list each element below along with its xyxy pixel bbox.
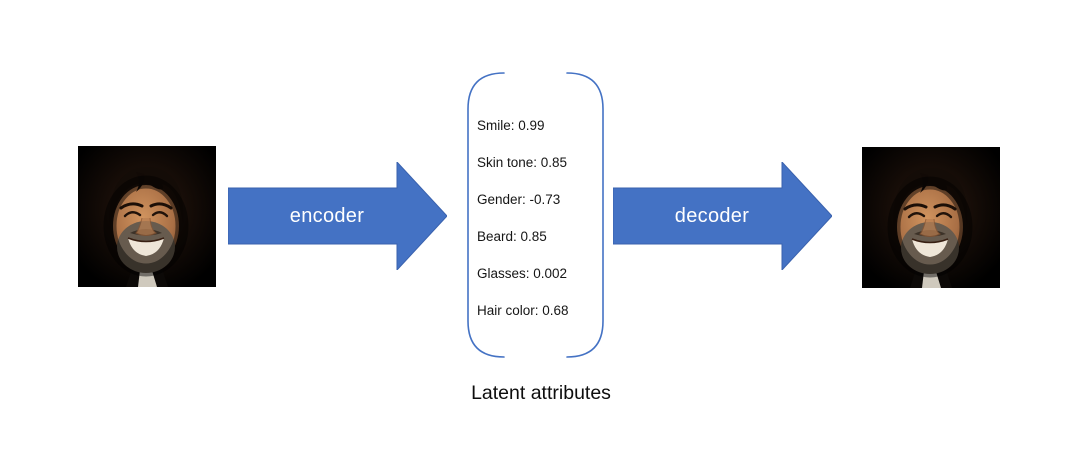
output-face-image [862, 147, 1000, 288]
encoder-arrow [228, 162, 447, 270]
latent-attribute-glasses: Glasses: 0.002 [477, 266, 568, 281]
latent-attribute-skin-tone: Skin tone: 0.85 [477, 155, 568, 170]
latent-attribute-gender: Gender: -0.73 [477, 192, 561, 207]
latent-bracket-shape [467, 72, 604, 358]
smiling-bearded-man-icon [862, 147, 1000, 288]
decoder-arrow [613, 162, 832, 270]
latent-attributes-caption: Latent attributes [471, 382, 611, 404]
latent-attribute-smile: Smile: 0.99 [477, 118, 545, 133]
latent-attribute-beard: Beard: 0.85 [477, 229, 547, 244]
latent-attributes-list: Smile: 0.99 Skin tone: 0.85 Gender: -0.7… [477, 107, 607, 329]
input-face-image [78, 146, 216, 287]
smiling-bearded-man-icon [78, 146, 216, 287]
latent-attribute-hair-color: Hair color: 0.68 [477, 303, 569, 318]
